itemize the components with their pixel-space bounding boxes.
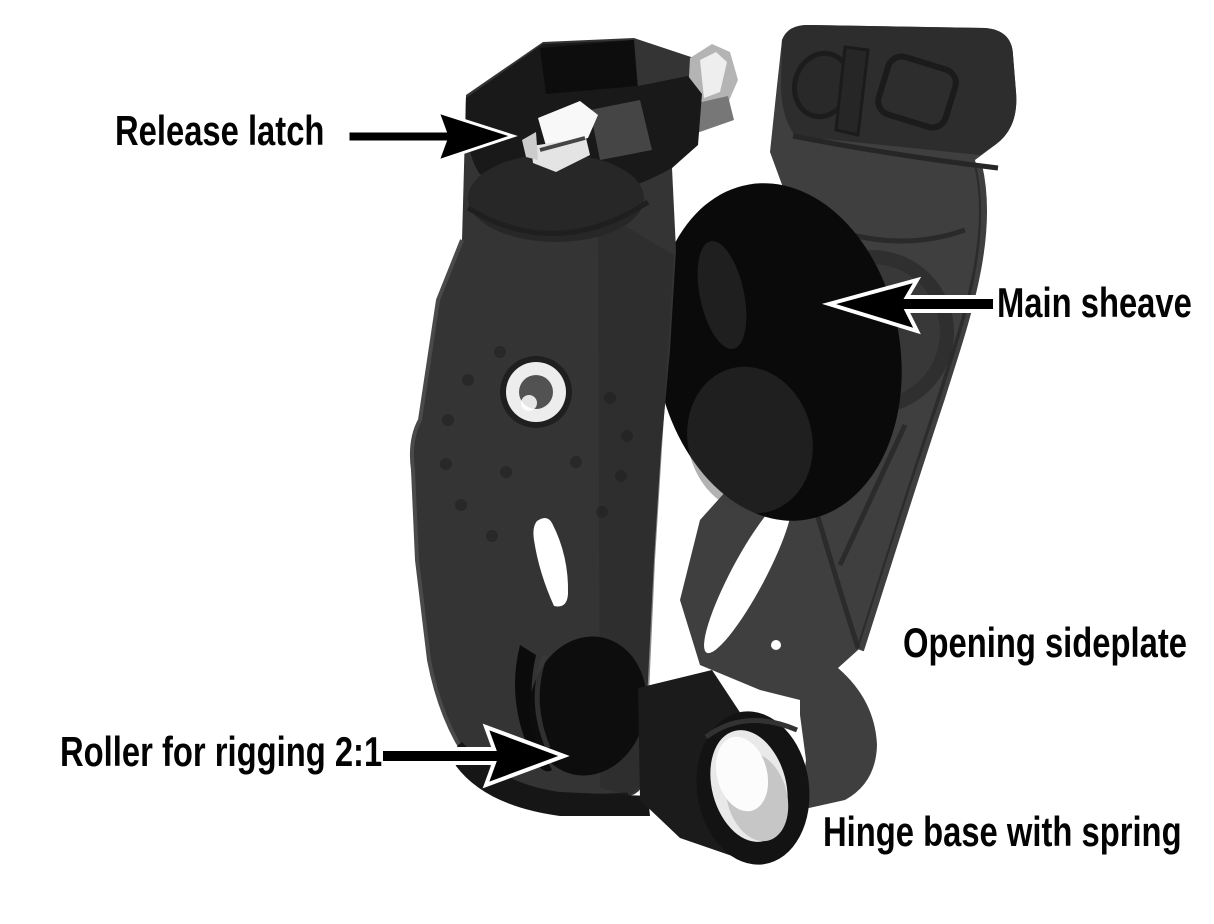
rivet-glint (521, 395, 537, 411)
release-latch-arrow-icon (346, 109, 518, 164)
roller-highlight (534, 654, 551, 749)
teardrop-cutout (533, 517, 569, 607)
hinge-base-part (638, 670, 810, 865)
label-hinge-base: Hinge base with spring (823, 808, 1182, 855)
cap-seam (792, 133, 999, 171)
clamp-boss (468, 154, 644, 242)
latch-top-face (538, 101, 598, 146)
sideplate-slot-cutout (704, 496, 792, 654)
attachment-hole-core (715, 736, 769, 812)
label-main-sheave: Main sheave (997, 279, 1192, 326)
latch-housing (590, 100, 652, 160)
cap-divider-ridge (834, 45, 870, 137)
roller-arrow-icon (379, 723, 570, 789)
main-sheave-part (654, 183, 902, 521)
sheave-highlight (687, 366, 813, 514)
plate-dot-texture (440, 346, 633, 542)
label-roller-rigging: Roller for rigging 2:1 (60, 728, 383, 775)
roller-wheel (529, 636, 647, 776)
cap-right-detail (875, 53, 959, 131)
sideplate-edge-shadow (856, 164, 988, 652)
plate-left-highlight (409, 239, 472, 764)
head-top-block (540, 40, 637, 94)
sheave-highlight-upper (697, 241, 747, 349)
latch-side-tab (522, 132, 538, 160)
head-part (465, 40, 738, 242)
bottom-foot (454, 742, 650, 816)
hinge-ring-highlight (704, 718, 798, 740)
label-opening-sideplate: Opening sideplate (903, 619, 1187, 666)
sideplate-small-cutout (771, 640, 781, 650)
release-latch-part (522, 101, 598, 172)
latch-slot-line (539, 136, 586, 152)
boss-under-arc (466, 199, 650, 237)
callout-arrows (346, 109, 997, 789)
roller-part (454, 636, 650, 816)
label-release-latch: Release latch (115, 107, 325, 154)
main-sheave-arrow-icon (821, 276, 997, 335)
pin-glint (700, 52, 727, 98)
roller-shadow-crescent (515, 645, 552, 772)
axle-rivet (500, 356, 572, 428)
hub-lower-arc (837, 423, 908, 567)
